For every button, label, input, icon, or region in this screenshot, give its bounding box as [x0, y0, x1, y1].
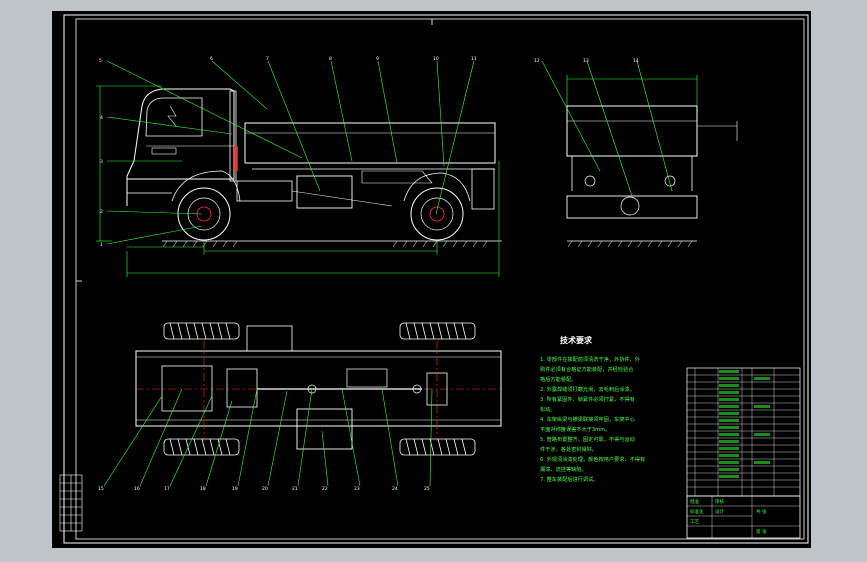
tech-note-line: 平面对称度误差不大于3mm。 [540, 425, 610, 433]
callout: 19 [232, 486, 238, 492]
tech-note-line: 格后方能装配。 [540, 375, 576, 383]
callout: 1 [100, 242, 103, 248]
left-revision-table [59, 474, 83, 532]
tech-note-line: 购件必须有合格证方能装配，并经检验合 [540, 365, 634, 373]
title-block-text: 标准化 [690, 508, 704, 515]
callout: 18 [200, 486, 206, 492]
drawing-sheet: 5 6 7 8 9 10 11 4 3 2 1 [59, 14, 809, 544]
cad-viewport: 5 6 7 8 9 10 11 4 3 2 1 [52, 11, 811, 548]
callout: 4 [100, 115, 103, 121]
callout: 11 [471, 56, 477, 62]
inner-border [75, 18, 805, 540]
callout: 24 [392, 486, 398, 492]
callout: 15 [98, 486, 104, 492]
callout: 2 [100, 209, 103, 215]
callout: 20 [262, 486, 268, 492]
callout: 6 [210, 56, 213, 62]
callout: 9 [376, 56, 379, 62]
callout: 22 [322, 486, 328, 492]
callout: 23 [354, 486, 360, 492]
tech-note-line: 6. 外观须涂漆处理，颜色按用户要求，不得有 [540, 455, 645, 463]
title-block-text: 工艺 [690, 519, 699, 525]
tech-notes-title: 技术要求 [560, 335, 593, 345]
tech-note-line: 7. 整车装配后进行调试。 [540, 475, 598, 483]
callout: 16 [134, 486, 140, 492]
title-block-text: 设计 [715, 508, 724, 515]
callout: 12 [534, 58, 540, 64]
side-view: 5 6 7 8 9 10 11 4 3 2 1 [96, 56, 502, 277]
title-block-text: 第 张 [756, 528, 767, 535]
callout: 10 [433, 56, 439, 62]
parts-list [686, 367, 801, 497]
callout: 25 [424, 486, 430, 492]
callout: 13 [583, 58, 589, 64]
outer-border [63, 14, 809, 544]
title-block-text: 共 张 [756, 508, 767, 515]
tech-note-line: 3. 所有紧固件、锁紧件必须拧紧，不得有 [540, 395, 635, 403]
tech-note-line: 2. 外露焊缝须打磨光滑，去毛刺后涂漆。 [540, 385, 635, 393]
callout: 21 [292, 486, 298, 492]
title-block: 批准 标准化 工艺 审核 设计 共 张 第 张 [686, 495, 801, 539]
callout: 7 [266, 56, 269, 62]
callout: 8 [329, 56, 332, 62]
title-block-text: 审核 [715, 498, 724, 505]
callout: 14 [633, 58, 639, 64]
tech-notes: 技术要求 1. 零部件在装配前须清洗干净，外协件、外 购件必须有合格证方能装配，… [540, 335, 645, 483]
callout: 3 [100, 159, 103, 165]
tech-note-line: 5. 管路布置整齐，固定可靠，不得与运动 [540, 435, 635, 443]
tech-note-line: 1. 零部件在装配前须清洗干净，外协件、外 [540, 355, 640, 363]
rear-view: 12 13 14 [534, 58, 738, 248]
tech-note-line: 4. 车架纵梁与横梁联接须牢固，车架中心 [540, 415, 635, 423]
tech-note-line: 松动。 [540, 405, 556, 413]
tech-note-line: 漏漆、流挂等缺陷。 [540, 465, 587, 473]
title-block-text: 批准 [690, 498, 699, 505]
callout: 5 [99, 58, 102, 64]
tech-note-line: 件干涉，各处密封良好。 [540, 445, 597, 453]
plan-view: 15 16 17 18 19 20 21 22 23 24 25 [98, 322, 502, 492]
callout: 17 [164, 486, 170, 492]
